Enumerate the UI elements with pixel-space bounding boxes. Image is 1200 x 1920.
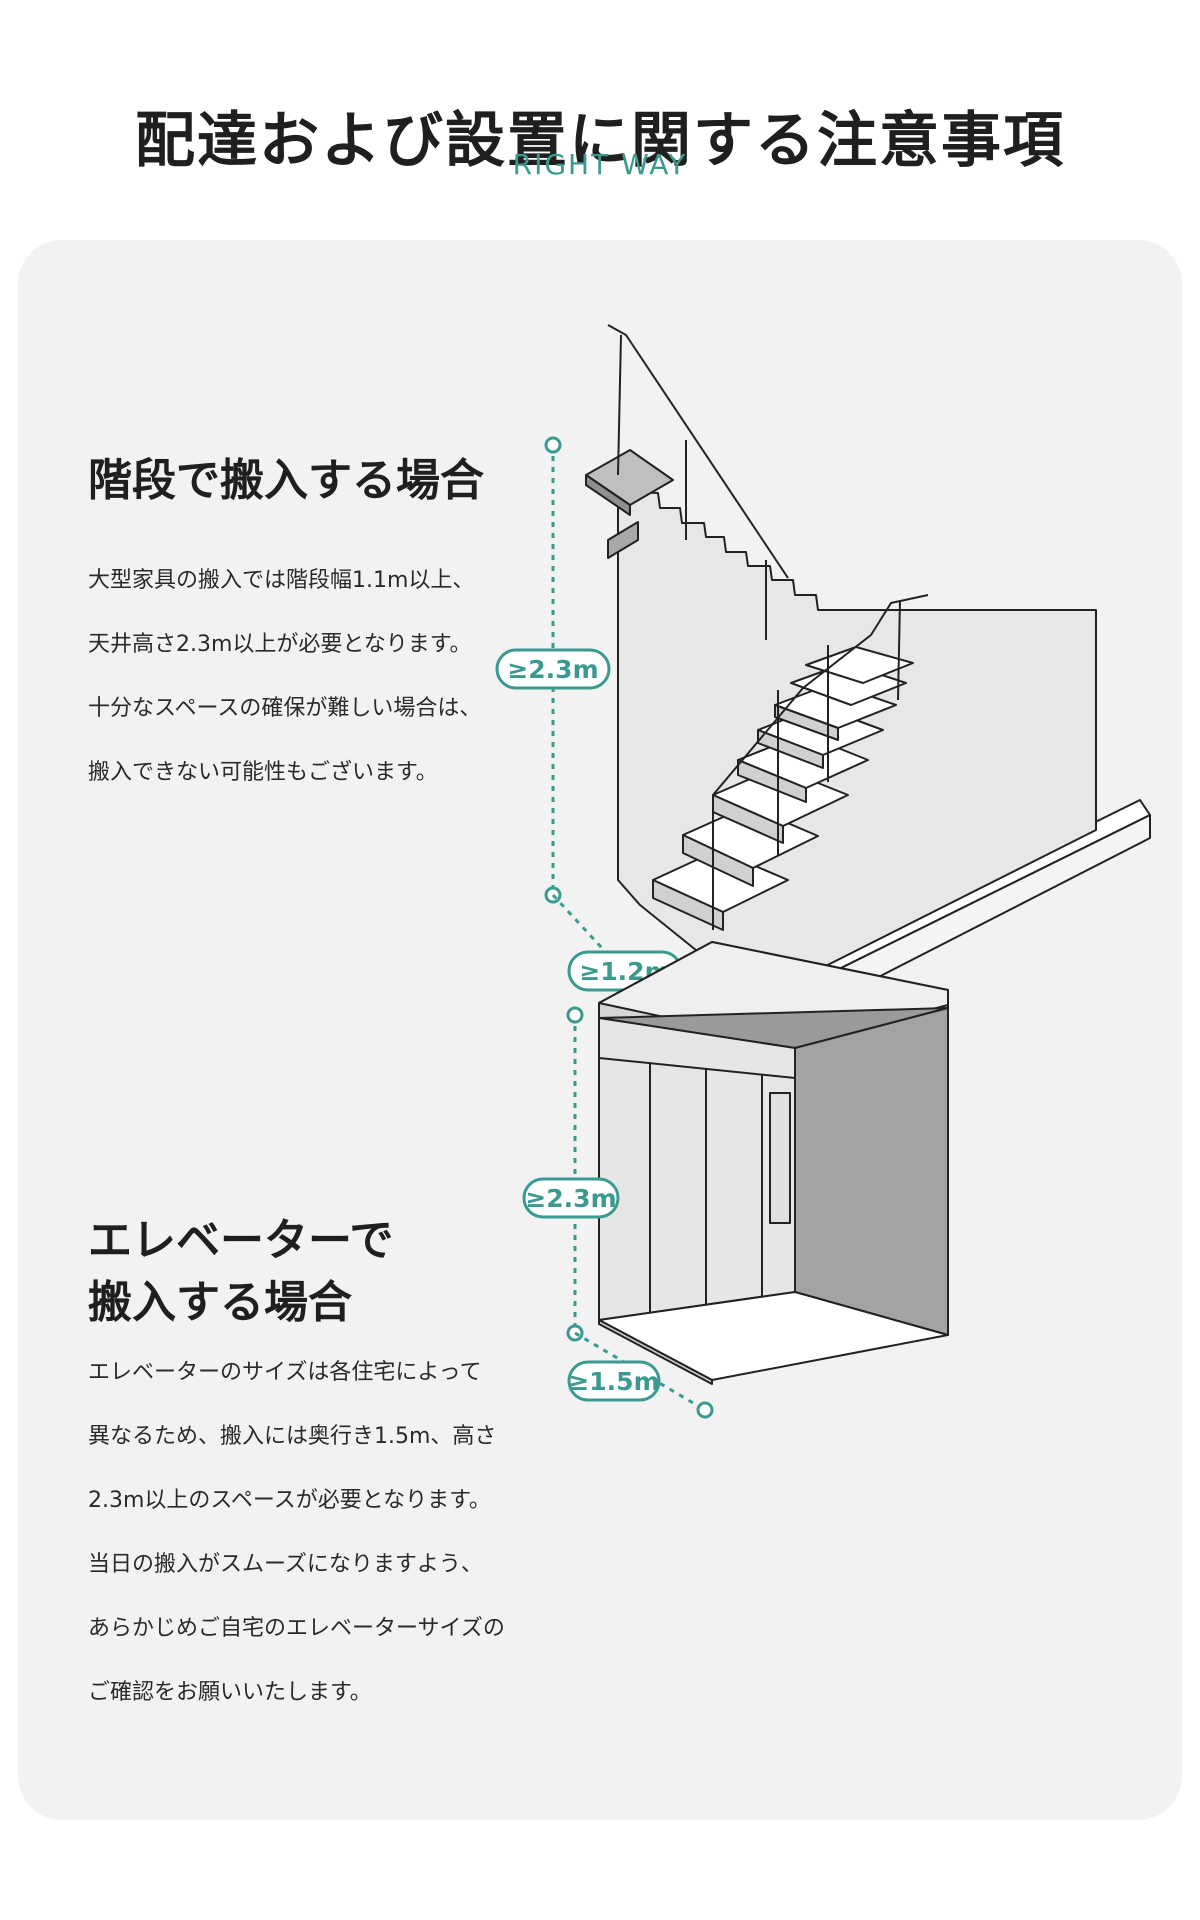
elevator-heading-line: 搬入する場合 [88,1277,352,1328]
stairs-heading: 階段で搬入する場合 [88,455,484,506]
content-card: 階段で搬入する場合 大型家具の搬入では階段幅1.1m以上、 天井高さ2.3m以上… [18,240,1182,1820]
stairs-description-line: 大型家具の搬入では階段幅1.1m以上、 [88,568,475,593]
elevator-description-line: 2.3m以上のスペースが必要となります。 [88,1488,491,1513]
elevator-heading-line: エレベーターで [88,1215,394,1266]
stairs-description-line: 搬入できない可能性もございます。 [88,760,438,785]
elevator-height-label: ≥2.3m [525,1184,616,1213]
stairs-description-line: 十分なスペースの確保が難しい場合は、 [88,696,482,721]
elevator-heading: エレベーターで 搬入する場合 [88,1210,393,1334]
elevator-description-line: 当日の搬入がスムーズになりますよう、 [88,1552,483,1577]
elevator-description-line: エレベーターのサイズは各住宅によって [88,1360,482,1385]
stairs-description-line: 天井高さ2.3m以上が必要となります。 [88,632,472,657]
elevator-description-line: ご確認をお願いいたします。 [88,1680,372,1705]
stairs-height-label: ≥2.3m [507,655,598,684]
elevator-description: エレベーターのサイズは各住宅によって 異なるため、搬入には奥行き1.5m、高さ … [88,1362,505,1746]
elevator-illustration: ≥2.3m ≥1.5m [522,941,949,1419]
page-title: 配達および設置に関する注意事項 [135,106,1065,177]
elevator-description-line: 異なるため、搬入には奥行き1.5m、高さ [88,1424,497,1449]
elevator-depth-label: ≥1.5m [568,1367,659,1396]
stairs-description: 大型家具の搬入では階段幅1.1m以上、 天井高さ2.3m以上が必要となります。 … [88,570,481,826]
elevator-description-line: あらかじめご自宅のエレベーターサイズの [88,1616,505,1641]
page-subtitle: RIGHT WAY [512,148,688,181]
